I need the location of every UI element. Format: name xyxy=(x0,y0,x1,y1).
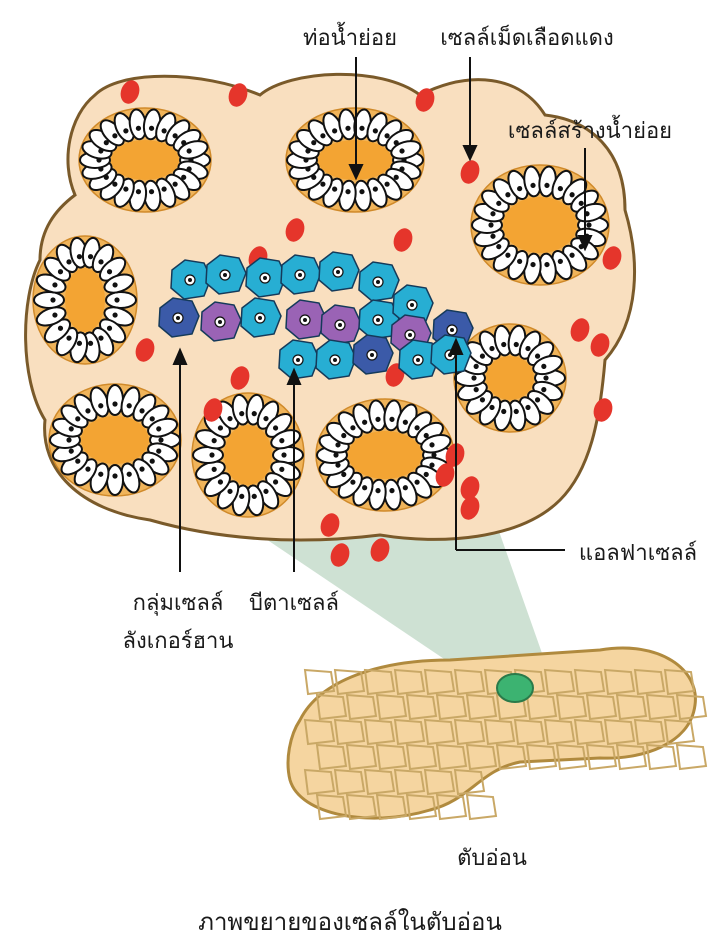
acinus xyxy=(316,399,454,511)
acinus-lumen xyxy=(224,425,272,485)
pancreas-cell xyxy=(677,745,706,769)
label-pancreas: ตับอ่อน xyxy=(457,846,527,871)
beta-cell xyxy=(281,255,321,294)
beta-cell xyxy=(316,340,356,379)
beta-cell xyxy=(246,258,286,297)
label-islet-line1: กลุ่มเซลล์ xyxy=(133,591,224,616)
islet-highlight xyxy=(497,674,533,702)
acinus xyxy=(33,236,137,364)
beta-cell xyxy=(206,255,246,294)
acinus-lumen xyxy=(486,356,534,400)
delta-cell xyxy=(286,300,326,339)
beta-cell xyxy=(279,340,319,379)
delta-cell xyxy=(201,302,241,341)
label-enzyme-cell: เซลล์สร้างน้ำย่อย xyxy=(508,115,672,144)
enzyme-cell xyxy=(193,447,223,463)
pancreas-organ xyxy=(288,648,706,819)
enzyme-cell xyxy=(34,292,64,308)
beta-cell xyxy=(359,262,399,301)
pancreas-cell xyxy=(467,795,496,819)
beta-cell xyxy=(171,260,211,299)
label-alpha-cell: แอลฟาเซลล์ xyxy=(579,541,697,566)
enzyme-cell xyxy=(106,292,136,308)
label-beta-cell: บีตาเซลล์ xyxy=(249,591,339,616)
delta-cell xyxy=(321,305,361,344)
beta-cell xyxy=(241,298,281,337)
acinus-lumen xyxy=(81,416,149,464)
alpha-cell xyxy=(353,335,393,374)
enzyme-cell xyxy=(273,447,303,463)
label-red-blood-cell: เซลล์เม็ดเลือดแดง xyxy=(440,23,613,51)
enzyme-cell xyxy=(107,385,123,415)
acinus xyxy=(79,108,211,212)
acinus-lumen xyxy=(348,431,422,479)
acinus-lumen xyxy=(65,268,105,332)
beta-cell xyxy=(319,252,359,291)
acinus xyxy=(454,324,566,432)
acinus xyxy=(471,165,609,285)
label-duct: ท่อน้ำย่อย xyxy=(303,22,397,51)
acinus xyxy=(49,384,181,496)
figure-caption: ภาพขยายของเซลล์ในตับอ่อน xyxy=(198,908,502,936)
label-islet-line2: ลังเกอร์ฮาน xyxy=(123,629,234,654)
alpha-cell xyxy=(159,298,199,337)
acinus-lumen xyxy=(503,197,577,253)
acinus-lumen xyxy=(111,140,179,180)
enzyme-cell xyxy=(107,465,123,495)
